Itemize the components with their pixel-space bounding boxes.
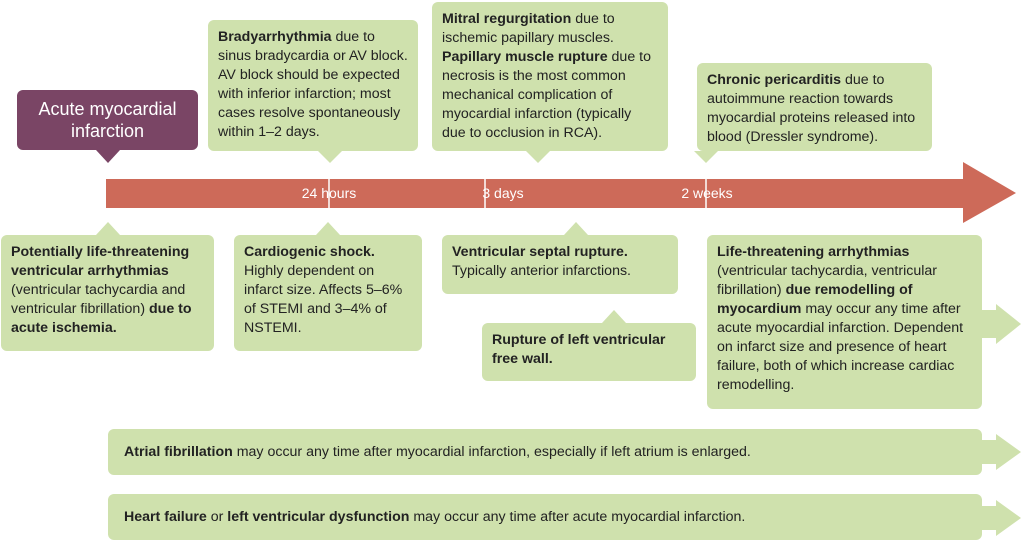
hf-text: may occur any time after acute myocardia…	[409, 509, 746, 525]
pericarditis-pointer	[694, 151, 718, 163]
timeline-arrow	[106, 162, 1016, 223]
atrial-fibrillation-box: Atrial fibrillation may occur any time a…	[108, 429, 982, 475]
hf-text-or: or	[206, 509, 228, 525]
heart-failure-box: Heart failure or left ventricular dysfun…	[108, 494, 982, 540]
af-arrowhead	[978, 434, 1021, 470]
papillary-title: Papillary muscle rupture	[442, 49, 608, 65]
mitral-regurgitation-box: Mitral regurgitation due to ischemic pap…	[432, 2, 668, 151]
tick-label-2w: 2 weeks	[681, 185, 733, 201]
lifethreat-title: Life-threatening arrhythmias	[717, 244, 910, 260]
remodelling-title: due remodelling of myocardium	[717, 282, 913, 317]
septal-rupture-box: Ventricular septal rupture. Typically an…	[442, 235, 678, 294]
pericarditis-title: Chronic pericarditis	[707, 72, 842, 88]
brady-pointer	[318, 151, 342, 163]
papillary-text: due to necrosis is the most common mecha…	[442, 49, 651, 141]
lifethreat-arrowhead	[980, 304, 1021, 344]
shock-pointer	[316, 222, 340, 235]
septal-text: Typically anterior infarctions.	[452, 263, 631, 279]
tick-label-24h: 24 hours	[301, 185, 357, 201]
septal-title: Ventricular septal rupture.	[452, 244, 628, 260]
hf-arrowhead	[978, 500, 1021, 536]
septal-pointer	[564, 222, 588, 235]
lifethreat-text: (ventricular tachycardia, ventricular fi…	[717, 263, 937, 298]
cardiogenic-shock-box: Cardiogenic shock. Highly dependent on i…	[234, 235, 422, 351]
brady-title: Bradyarrhythmia	[218, 29, 332, 45]
af-title: Atrial fibrillation	[124, 444, 233, 460]
start-label: Acute myocardial infarction	[17, 90, 198, 150]
freewall-pointer	[602, 310, 626, 323]
ventricular-arrhythmias-box: Potentially life-threatening ventricular…	[1, 235, 214, 351]
mitral-text: due to ischemic papillary muscles.	[442, 11, 615, 46]
start-pointer	[96, 150, 120, 163]
life-threatening-arrhythmias-box: Life-threatening arrhythmias (ventricula…	[707, 235, 982, 409]
shock-text: Highly dependent on infarct size. Affect…	[244, 263, 403, 336]
hf-title: Heart failure	[124, 509, 207, 525]
free-wall-rupture-box: Rupture of left ventricular free wall.	[482, 323, 696, 381]
ventricular-text: (ventricular tachycardia and ventricular…	[11, 282, 186, 317]
mitral-pointer	[526, 151, 550, 163]
lv-dysfunction-title: left ventricular dysfunction	[227, 509, 410, 525]
tick-label-3d: 3 days	[482, 185, 524, 201]
remodelling-text: may occur any time after acute myocardia…	[717, 301, 964, 393]
pericarditis-text: due to autoimmune reaction towards myoca…	[707, 72, 916, 145]
ventricular-cause: due to acute ischemia.	[11, 301, 192, 336]
shock-title: Cardiogenic shock.	[244, 244, 375, 260]
freewall-title: Rupture of left ventricular free wall.	[492, 332, 666, 367]
pericarditis-box: Chronic pericarditis due to autoimmune r…	[697, 63, 932, 151]
ventricular-pointer	[96, 222, 120, 235]
bradyarrhythmia-box: Bradyarrhythmia due to sinus bradycardia…	[208, 20, 418, 151]
af-text: may occur any time after myocardial infa…	[232, 444, 751, 460]
mitral-title: Mitral regurgitation	[442, 11, 572, 27]
brady-text: due to sinus bradycardia or AV block. AV…	[218, 29, 408, 140]
ventricular-title: Potentially life-threatening ventricular…	[11, 244, 190, 279]
